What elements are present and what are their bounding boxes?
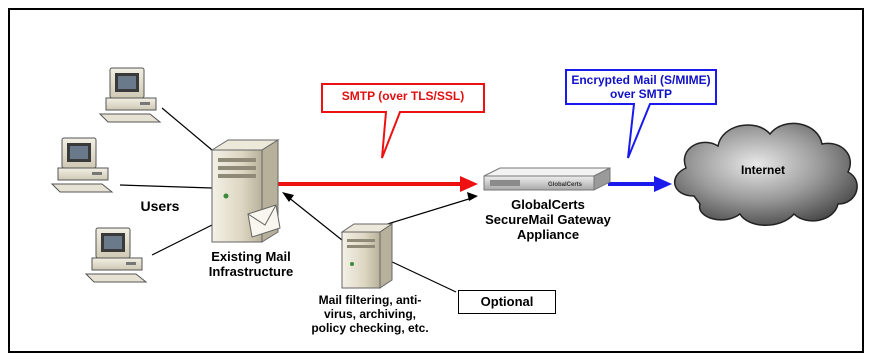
gateway-label-line3: Appliance <box>516 226 580 242</box>
encrypted-arrow <box>608 176 672 192</box>
optional-connector <box>387 259 457 293</box>
encrypted-callout <box>565 69 717 159</box>
users-label: Users <box>140 198 180 214</box>
filtering-label: Mail filtering, anti- virus, archiving, … <box>290 293 450 335</box>
filter-server-icon <box>340 223 394 289</box>
encrypted-callout-text: Encrypted Mail (S/MIME) over SMTP <box>568 73 714 102</box>
envelope-icon <box>247 204 281 238</box>
rack-appliance-icon: GlobalCerts <box>483 167 611 191</box>
user-connection-lines <box>119 107 213 256</box>
encrypted-callout-line2: over SMTP <box>609 86 672 101</box>
smtp-arrow <box>276 176 478 192</box>
encrypted-callout-line1: Encrypted Mail (S/MIME) <box>571 73 711 87</box>
desktop-computer-icon <box>84 227 148 283</box>
smtp-callout-text: SMTP (over TLS/SSL) <box>341 89 465 103</box>
connector-user-middle <box>119 184 213 189</box>
optional-box: Optional <box>458 290 556 314</box>
desktop-computer-icon <box>50 137 114 193</box>
filtering-label-line3: policy checking, etc. <box>311 320 429 335</box>
cloud-icon <box>674 122 858 226</box>
existing-mail-label-line2: Infrastructure <box>208 263 294 279</box>
existing-mail-label-line1: Existing Mail <box>211 249 291 264</box>
mail-server-icon <box>210 139 281 243</box>
appliance-brand-text: GlobalCerts <box>548 182 583 188</box>
filtering-label-line2: virus, archiving, <box>323 306 417 321</box>
internet-label: Internet <box>740 163 785 177</box>
filter-to-mailserver-arrow <box>282 192 353 249</box>
gateway-label-line2: SecureMail Gateway <box>485 211 611 227</box>
filtering-label-line1: Mail filtering, anti- <box>318 293 422 307</box>
diagram-border <box>8 8 864 353</box>
gateway-label: GlobalCerts SecureMail Gateway Appliance <box>478 197 618 243</box>
existing-mail-label: Existing Mail Infrastructure <box>196 249 306 280</box>
gateway-label-line1: GlobalCerts <box>511 197 585 212</box>
smtp-callout <box>321 83 485 159</box>
connector-user-top <box>161 107 213 151</box>
desktop-computer-icon <box>98 67 162 123</box>
connector-user-bottom <box>151 224 213 256</box>
